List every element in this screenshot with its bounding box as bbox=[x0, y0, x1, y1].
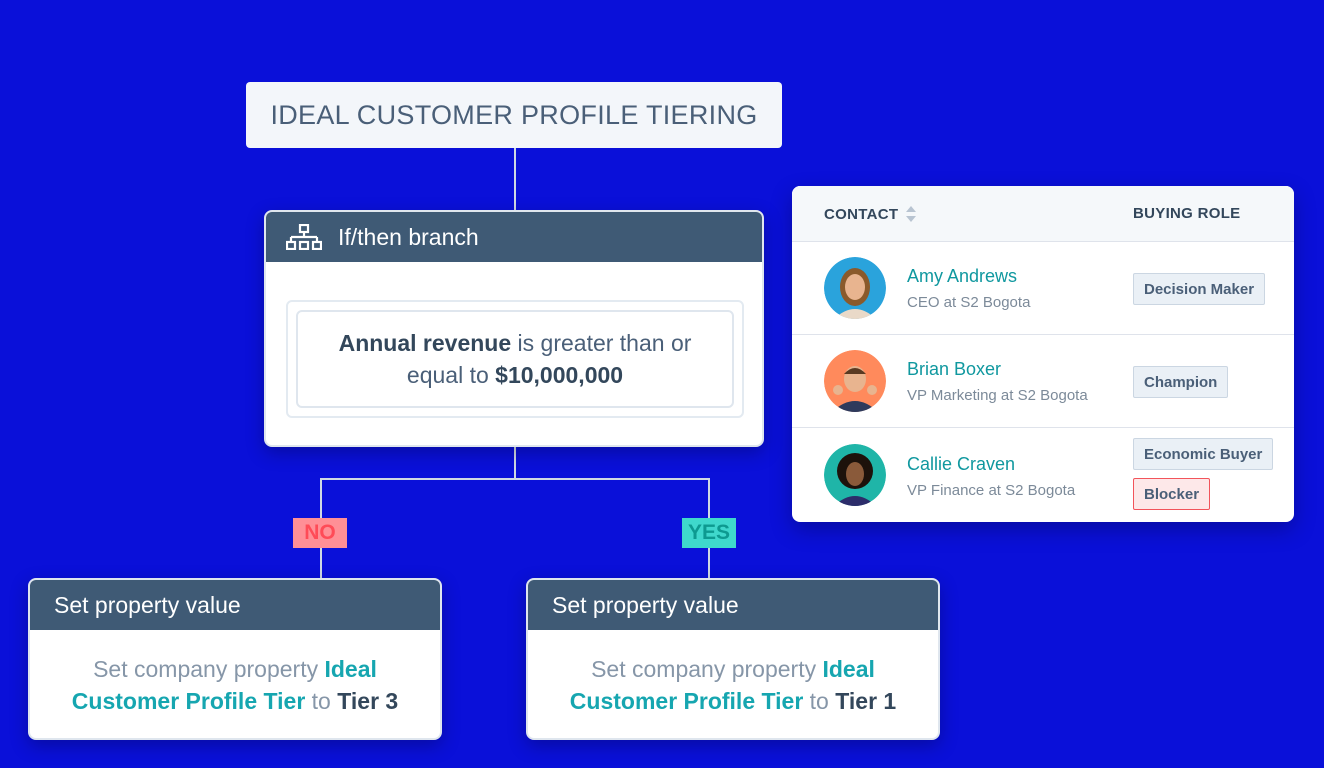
action-prefix: Set company property bbox=[93, 656, 325, 682]
connector-horizontal bbox=[320, 478, 710, 480]
set-property-header: Set property value bbox=[528, 580, 938, 630]
action-value: Tier 1 bbox=[835, 688, 897, 714]
workflow-title: IDEAL CUSTOMER PROFILE TIERING bbox=[246, 82, 782, 148]
action-connector: to bbox=[803, 688, 836, 714]
column-contact-label: CONTACT bbox=[824, 205, 899, 223]
column-header-buying-role: BUYING ROLE bbox=[1133, 205, 1241, 222]
table-row[interactable]: Brian Boxer VP Marketing at S2 Bogota Ch… bbox=[792, 335, 1294, 428]
column-header-contact[interactable]: CONTACT bbox=[824, 205, 917, 223]
buying-role-badge[interactable]: Economic Buyer bbox=[1133, 438, 1274, 470]
condition-container: Annual revenue is greater than or equal … bbox=[286, 300, 744, 418]
table-row[interactable]: Callie Craven VP Finance at S2 Bogota Ec… bbox=[792, 428, 1294, 522]
action-property: Ideal Customer Profile Tier bbox=[71, 656, 377, 714]
set-property-header: Set property value bbox=[30, 580, 440, 630]
condition-operator: is greater than or equal to bbox=[406, 330, 692, 388]
action-connector: to bbox=[305, 688, 338, 714]
buying-role-badge-blocker[interactable]: Blocker bbox=[1133, 478, 1211, 510]
contacts-table-header: CONTACT BUYING ROLE bbox=[792, 186, 1294, 242]
avatar bbox=[824, 350, 886, 412]
contacts-table: CONTACT BUYING ROLE Amy Andrews CEO at S… bbox=[792, 186, 1294, 522]
action-property: Ideal Customer Profile Tier bbox=[569, 656, 875, 714]
connector-title-branch bbox=[514, 148, 516, 210]
contact-title: VP Marketing at S2 Bogota bbox=[907, 387, 1088, 404]
buying-role-badge[interactable]: Champion bbox=[1133, 366, 1229, 398]
sort-icon[interactable] bbox=[906, 205, 917, 223]
contact-title: CEO at S2 Bogota bbox=[907, 294, 1031, 311]
if-then-branch-card[interactable]: If/then branch Annual revenue is greater… bbox=[264, 210, 764, 447]
branch-card-header: If/then branch bbox=[266, 212, 762, 262]
condition-field: Annual revenue bbox=[338, 330, 512, 356]
branch-icon bbox=[286, 224, 322, 250]
contact-title: VP Finance at S2 Bogota bbox=[907, 482, 1076, 499]
set-property-card-yes[interactable]: Set property value Set company property … bbox=[526, 578, 940, 740]
condition-value: $10,000,000 bbox=[495, 362, 624, 388]
action-prefix: Set company property bbox=[591, 656, 823, 682]
set-property-description: Set company property Ideal Customer Prof… bbox=[528, 632, 938, 738]
set-property-card-no[interactable]: Set property value Set company property … bbox=[28, 578, 442, 740]
avatar bbox=[824, 257, 886, 319]
no-branch-tag: NO bbox=[293, 518, 347, 548]
contact-name[interactable]: Callie Craven bbox=[907, 454, 1016, 474]
avatar bbox=[824, 444, 886, 506]
contact-name[interactable]: Amy Andrews bbox=[907, 266, 1018, 286]
set-property-description: Set company property Ideal Customer Prof… bbox=[30, 632, 440, 738]
action-value: Tier 3 bbox=[337, 688, 399, 714]
condition-text[interactable]: Annual revenue is greater than or equal … bbox=[296, 310, 734, 408]
table-row[interactable]: Amy Andrews CEO at S2 Bogota Decision Ma… bbox=[792, 242, 1294, 335]
contact-name[interactable]: Brian Boxer bbox=[907, 359, 1002, 379]
buying-role-badge[interactable]: Decision Maker bbox=[1133, 273, 1266, 305]
yes-branch-tag: YES bbox=[682, 518, 736, 548]
connector-branch-down bbox=[514, 447, 516, 479]
branch-card-title: If/then branch bbox=[338, 223, 479, 250]
